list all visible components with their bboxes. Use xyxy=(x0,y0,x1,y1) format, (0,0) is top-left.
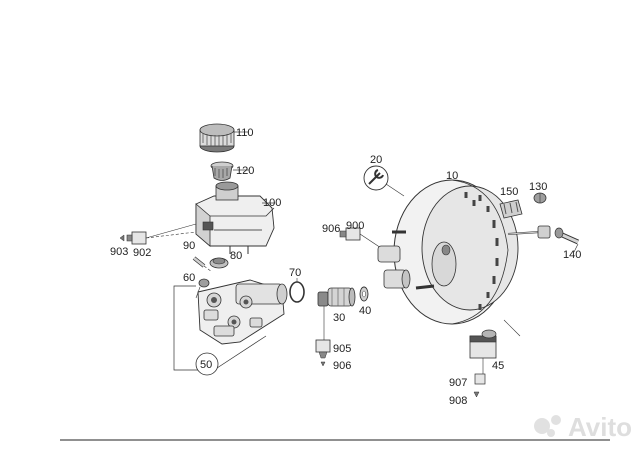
vacuum-check-valve xyxy=(317,287,356,340)
label-80: 80 xyxy=(230,250,242,262)
vacuum-sensor-connector xyxy=(315,339,331,367)
label-90: 90 xyxy=(183,240,195,252)
level-sensor-connector xyxy=(119,223,197,245)
watermark: Avito xyxy=(534,412,632,442)
master-cylinder xyxy=(197,279,288,345)
brake-fluid-reservoir xyxy=(195,181,275,254)
label-45: 45 xyxy=(492,360,504,372)
vacuum-pressure-sensor xyxy=(469,329,497,398)
sealing-plug xyxy=(195,278,210,299)
label-907: 907 xyxy=(449,377,467,389)
assembly-50-bracket xyxy=(173,285,267,376)
pedal-bracket xyxy=(499,199,523,219)
label-20: 20 xyxy=(370,154,382,166)
pushrod-clevis xyxy=(537,225,580,253)
label-902: 902 xyxy=(133,247,151,259)
label-905: 905 xyxy=(333,343,351,355)
label-110: 110 xyxy=(236,127,254,139)
clevis-nut xyxy=(533,192,547,204)
o-ring xyxy=(289,278,305,303)
reservoir-cap xyxy=(199,123,249,153)
label-70: 70 xyxy=(289,267,301,279)
seal-washer xyxy=(359,286,369,302)
reservoir-strainer xyxy=(210,161,249,181)
reservoir-grommet xyxy=(209,257,229,269)
label-100: 100 xyxy=(263,197,281,209)
sensor-connector-upper xyxy=(339,227,385,251)
brake-booster xyxy=(377,179,541,337)
label-60: 60 xyxy=(183,272,195,284)
watermark-text: Avito xyxy=(568,412,632,442)
label-30: 30 xyxy=(333,312,345,324)
label-900: 900 xyxy=(346,220,364,232)
label-120: 120 xyxy=(236,165,254,177)
label-10: 10 xyxy=(446,170,458,182)
label-906-lower: 906 xyxy=(333,360,351,372)
label-150: 150 xyxy=(500,186,518,198)
mounting-screw xyxy=(192,256,213,273)
label-903: 903 xyxy=(110,246,128,258)
wrench-icon xyxy=(363,165,405,197)
label-50: 50 xyxy=(200,359,212,371)
label-908: 908 xyxy=(449,395,467,407)
label-906-upper: 906 xyxy=(322,223,340,235)
label-130: 130 xyxy=(529,181,547,193)
label-40: 40 xyxy=(359,305,371,317)
label-140: 140 xyxy=(563,249,581,261)
